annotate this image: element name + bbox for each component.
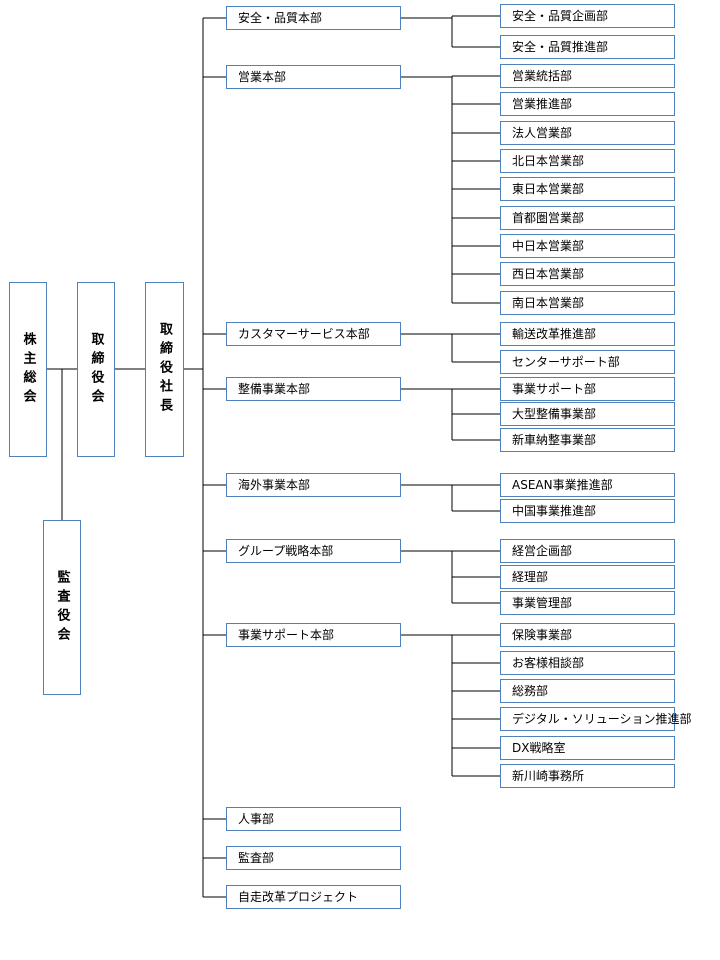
department-2-0-label: 輸送改革推進部 xyxy=(512,327,597,341)
shareholders-meeting-box: 株主総会 xyxy=(9,282,47,457)
department-6-5-label: 新川崎事務所 xyxy=(512,769,585,783)
division-4-box: 海外事業本部 xyxy=(226,473,401,497)
department-1-0-label: 営業統括部 xyxy=(512,69,573,83)
department-1-3-box: 北日本営業部 xyxy=(500,149,675,173)
division-1-label: 営業本部 xyxy=(238,70,287,84)
division-0-label: 安全・品質本部 xyxy=(238,11,323,25)
division-3-box: 整備事業本部 xyxy=(226,377,401,401)
department-4-1-label: 中国事業推進部 xyxy=(512,504,597,518)
department-3-1-label: 大型整備事業部 xyxy=(512,407,597,421)
department-2-1-box: センターサポート部 xyxy=(500,350,675,374)
department-5-1-box: 経理部 xyxy=(500,565,675,589)
division-6-label: 事業サポート本部 xyxy=(238,628,335,642)
department-1-5-box: 首都圏営業部 xyxy=(500,206,675,230)
department-5-2-label: 事業管理部 xyxy=(512,596,573,610)
department-6-3-box: デジタル・ソリューション推進部 xyxy=(500,707,692,731)
department-6-2-label: 総務部 xyxy=(512,684,549,698)
department-1-4-box: 東日本営業部 xyxy=(500,177,675,201)
department-1-6-box: 中日本営業部 xyxy=(500,234,675,258)
department-5-0-label: 経営企画部 xyxy=(512,544,573,558)
division-8-box: 監査部 xyxy=(226,846,401,870)
division-9-box: 自走改革プロジェクト xyxy=(226,885,401,909)
department-1-8-label: 南日本営業部 xyxy=(512,296,585,310)
department-5-1-label: 経理部 xyxy=(512,570,549,584)
department-6-4-label: DX戦略室 xyxy=(512,741,566,755)
department-6-1-label: お客様相談部 xyxy=(512,656,585,670)
department-1-2-label: 法人営業部 xyxy=(512,126,573,140)
division-2-label: カスタマーサービス本部 xyxy=(238,327,370,341)
shareholders-meeting-label: 株主総会 xyxy=(20,331,36,408)
department-1-7-box: 西日本営業部 xyxy=(500,262,675,286)
division-3-label: 整備事業本部 xyxy=(238,382,311,396)
division-0-box: 安全・品質本部 xyxy=(226,6,401,30)
department-2-1-label: センターサポート部 xyxy=(512,355,620,369)
department-2-0-box: 輸送改革推進部 xyxy=(500,322,675,346)
department-1-7-label: 西日本営業部 xyxy=(512,267,585,281)
department-4-1-box: 中国事業推進部 xyxy=(500,499,675,523)
division-6-box: 事業サポート本部 xyxy=(226,623,401,647)
department-6-0-label: 保険事業部 xyxy=(512,628,573,642)
department-0-0-box: 安全・品質企画部 xyxy=(500,4,675,28)
department-1-1-label: 営業推進部 xyxy=(512,97,573,111)
division-8-label: 監査部 xyxy=(238,851,275,865)
president-box: 取締役社長 xyxy=(145,282,184,457)
department-5-0-box: 経営企画部 xyxy=(500,539,675,563)
department-3-1-box: 大型整備事業部 xyxy=(500,402,675,426)
department-1-4-label: 東日本営業部 xyxy=(512,182,585,196)
department-6-1-box: お客様相談部 xyxy=(500,651,675,675)
division-7-box: 人事部 xyxy=(226,807,401,831)
department-1-1-box: 営業推進部 xyxy=(500,92,675,116)
department-6-4-box: DX戦略室 xyxy=(500,736,675,760)
department-4-0-label: ASEAN事業推進部 xyxy=(512,478,613,492)
department-0-1-box: 安全・品質推進部 xyxy=(500,35,675,59)
department-6-2-box: 総務部 xyxy=(500,679,675,703)
department-1-3-label: 北日本営業部 xyxy=(512,154,585,168)
department-3-0-label: 事業サポート部 xyxy=(512,382,597,396)
audit-board-box: 監査役会 xyxy=(43,520,81,695)
department-5-2-box: 事業管理部 xyxy=(500,591,675,615)
department-6-3-label: デジタル・ソリューション推進部 xyxy=(512,712,692,726)
division-2-box: カスタマーサービス本部 xyxy=(226,322,401,346)
president-label: 取締役社長 xyxy=(157,322,172,417)
division-5-box: グループ戦略本部 xyxy=(226,539,401,563)
division-4-label: 海外事業本部 xyxy=(238,478,311,492)
department-6-0-box: 保険事業部 xyxy=(500,623,675,647)
department-0-1-label: 安全・品質推進部 xyxy=(512,40,609,54)
division-9-label: 自走改革プロジェクト xyxy=(238,890,359,904)
board-of-directors-label: 取締役会 xyxy=(88,331,104,408)
department-4-0-box: ASEAN事業推進部 xyxy=(500,473,675,497)
department-3-2-label: 新車納整事業部 xyxy=(512,433,597,447)
audit-board-label: 監査役会 xyxy=(54,569,70,646)
department-1-5-label: 首都圏営業部 xyxy=(512,211,585,225)
board-of-directors-box: 取締役会 xyxy=(77,282,115,457)
department-3-2-box: 新車納整事業部 xyxy=(500,428,675,452)
department-0-0-label: 安全・品質企画部 xyxy=(512,9,609,23)
department-1-0-box: 営業統括部 xyxy=(500,64,675,88)
department-3-0-box: 事業サポート部 xyxy=(500,377,675,401)
department-1-8-box: 南日本営業部 xyxy=(500,291,675,315)
division-7-label: 人事部 xyxy=(238,812,275,826)
department-6-5-box: 新川崎事務所 xyxy=(500,764,675,788)
department-1-6-label: 中日本営業部 xyxy=(512,239,585,253)
division-5-label: グループ戦略本部 xyxy=(238,544,334,558)
department-1-2-box: 法人営業部 xyxy=(500,121,675,145)
division-1-box: 営業本部 xyxy=(226,65,401,89)
